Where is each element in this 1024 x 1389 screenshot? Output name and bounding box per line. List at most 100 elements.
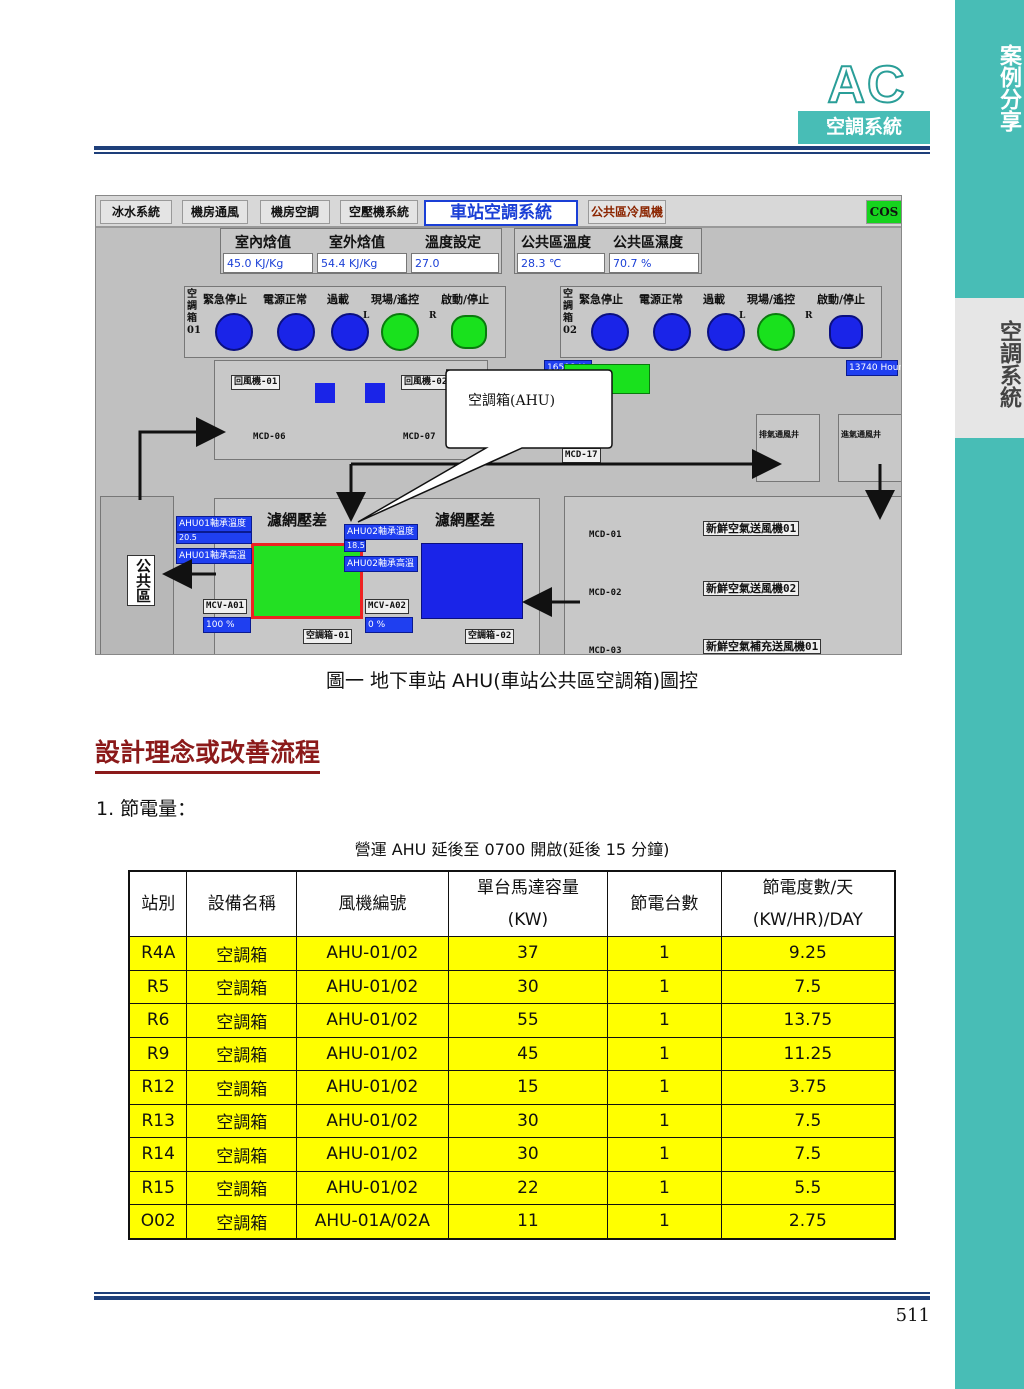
cell-motor-capacity: 11 [447,1204,609,1239]
status-power-label-b: 電源正常 [639,293,683,306]
cell-equipment: 空調箱 [186,1137,297,1172]
public-humidity-label: 公共區濕度 [613,235,683,251]
header-kwh-saved: 節電度數/天 (KW/HR)/DAY [720,870,896,937]
callout-bubble [357,369,613,523]
cell-units-saved: 1 [607,1170,722,1205]
public-temp-value: 28.3 ℃ [517,253,605,273]
readings-panel-b: 公共區溫度 公共區濕度 28.3 ℃ 70.7 % [514,228,702,274]
ahu02-bearing-temp-label: AHU02軸承溫度 [344,524,418,540]
cell-kwh-saved: 7.5 [720,969,896,1004]
cell-equipment: 空調箱 [186,1170,297,1205]
readings-panel-a: 室內焓值 室外焓值 溫度設定 45.0 KJ/Kg 54.4 KJ/Kg 27.… [220,228,502,274]
switch-r-label: R [429,311,437,321]
cell-kwh-saved: 2.75 [720,1204,896,1239]
damper-mcd06: MCD-06 [253,432,286,442]
switch-l-label-b: L [739,311,746,321]
cell-motor-capacity: 30 [447,1103,609,1138]
tab-station-ac[interactable]: 車站空調系統 [424,200,578,226]
header-motor-capacity: 單台馬達容量 (KW) [447,870,609,937]
status-local-remote-label-b: 現場/遙控 [747,293,796,306]
ahu-01-label: 空調箱-01 [303,629,353,644]
scada-figure: 冰水系統 機房通風 機房空調 空壓機系統 車站空調系統 公共區冷風機 COS 室… [95,195,902,655]
side-tab-hvac-label: 空調系統 [996,320,1021,408]
public-temp-label: 公共區溫度 [521,235,591,251]
cell-equipment: 空調箱 [186,1070,297,1105]
cos-indicator[interactable]: COS [866,200,901,224]
ahu-01-unit[interactable] [251,543,363,619]
cell-station: R4A [128,936,188,971]
list-item-1: 1. 節電量： [96,798,197,820]
section-title: 設計理念或改善流程 [95,733,321,774]
start-stop-button[interactable] [451,315,487,349]
scada-tab-bar: 冰水系統 機房通風 機房空調 空壓機系統 車站空調系統 公共區冷風機 COS [96,196,901,228]
status-ahu01-label: 空調箱01 [187,289,201,336]
fresh-air-makeup-fan-01: 新鮮空氣補充送風機01 [703,639,822,654]
cell-motor-capacity: 22 [447,1170,609,1205]
cell-motor-capacity: 30 [447,969,609,1004]
tab-air-compressor[interactable]: 空壓機系統 [340,200,418,224]
ahu-02-unit[interactable] [421,543,523,619]
table-title: 營運 AHU 延後至 0700 開啟(延後 15 分鐘) [354,840,670,859]
cell-fan-id: AHU-01/02 [296,1103,449,1138]
cell-station: R5 [128,969,188,1004]
cell-kwh-saved: 5.5 [720,1170,896,1205]
header-station: 站別 [128,870,188,937]
cell-fan-id: AHU-01/02 [296,1003,449,1038]
figure-caption: 圖一 地下車站 AHU(車站公共區空調箱)圖控 [325,670,699,692]
tab-room-ac[interactable]: 機房空調 [260,200,330,224]
tab-chilled-water[interactable]: 冰水系統 [100,200,172,224]
status-emergency-label: 緊急停止 [203,293,247,306]
ahu01-bearing-temp-value: 20.5 [176,532,252,544]
cell-station: R9 [128,1036,188,1071]
fresh-air-fan-02: 新鮮空氣送風機02 [703,581,800,596]
side-tab-case-share: 案例分享 [996,44,1021,132]
cell-motor-capacity: 45 [447,1036,609,1071]
status-start-stop-label-b: 啟動/停止 [817,293,866,306]
local-remote-switch[interactable] [381,313,419,351]
filter-dp-label-1: 濾網壓差 [267,511,328,529]
tab-room-ventilation[interactable]: 機房通風 [182,200,248,224]
ahu02-bearing-alarm: AHU02軸承高溫 [344,556,418,572]
start-stop-button-b[interactable] [829,315,863,349]
status-power-label: 電源正常 [263,293,307,306]
status-panel-ahu02: 空調箱02 緊急停止 電源正常 過載 現場/遙控 啟動/停止 L R [560,286,882,358]
ahu01-bearing-temp-label: AHU01軸承溫度 [176,516,252,532]
cell-kwh-saved: 11.25 [720,1036,896,1071]
status-start-stop-label: 啟動/停止 [441,293,490,306]
cell-fan-id: AHU-01/02 [296,1036,449,1071]
cell-fan-id: AHU-01/02 [296,1137,449,1172]
cell-station: O02 [128,1204,188,1239]
status-local-remote-label: 現場/遙控 [371,293,420,306]
tab-public-fan[interactable]: 公共區冷風機 [588,200,666,224]
footer-rule [94,1296,930,1300]
cell-motor-capacity: 30 [447,1137,609,1172]
ahu-02-label: 空調箱-02 [465,629,515,644]
power-ok-indicator-b [653,313,691,351]
local-remote-switch-b[interactable] [757,313,795,351]
cell-motor-capacity: 37 [447,936,609,971]
public-area-label: 公共區 [127,555,155,606]
return-fan-02-label: 回風機-02 [401,375,451,390]
valve-a01-value: 100 % [203,617,251,633]
power-ok-indicator [277,313,315,351]
header-fan-id: 風機編號 [296,870,449,937]
cell-units-saved: 1 [607,1070,722,1105]
cell-fan-id: AHU-01/02 [296,1070,449,1105]
cell-kwh-saved: 7.5 [720,1137,896,1172]
callout-ahu-label: 空調箱(AHU) [468,393,556,409]
cell-station: R12 [128,1070,188,1105]
overload-indicator-b [707,313,745,351]
overload-indicator [331,313,369,351]
cell-equipment: 空調箱 [186,1036,297,1071]
header-rule [94,146,930,150]
indoor-enthalpy-value: 45.0 KJ/Kg [223,253,313,273]
valve-mcv-a01: MCV-A01 [203,599,247,614]
return-fan-01-label: 回風機-01 [231,375,281,390]
cell-fan-id: AHU-01/02 [296,1170,449,1205]
cell-equipment: 空調箱 [186,936,297,971]
cell-station: R13 [128,1103,188,1138]
